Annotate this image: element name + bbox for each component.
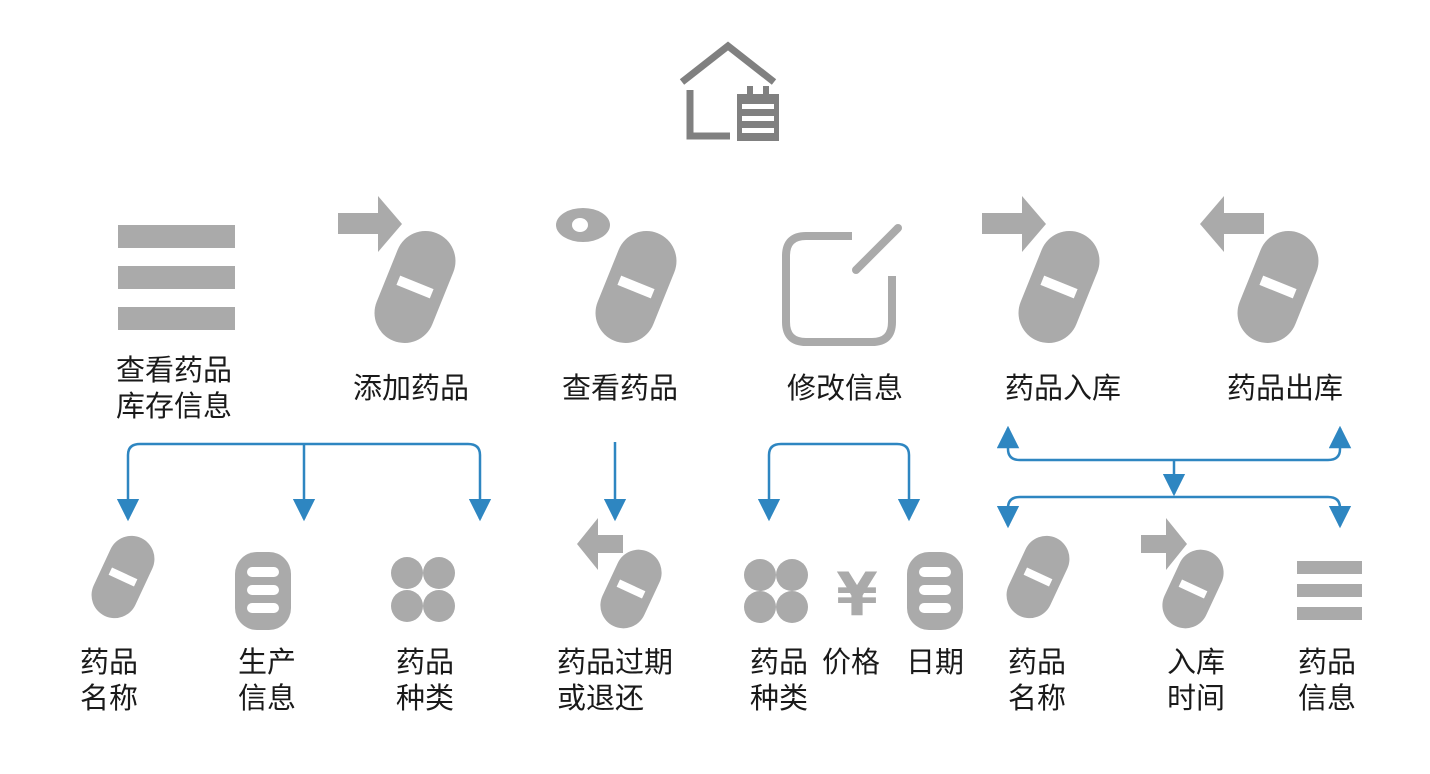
pill-eye-icon (556, 208, 677, 343)
four-dots-icon (391, 557, 455, 622)
detail-label-drug-info: 药品 信息 (1298, 644, 1356, 716)
label-line: 药品 (396, 645, 455, 679)
detail-label-drug-name-2: 药品 名称 (1008, 644, 1066, 716)
detail-label-drug-category-1: 药品 种类 (396, 644, 454, 716)
pill-arrow-out-icon (1200, 196, 1319, 343)
label-line: 价格 (822, 645, 881, 679)
list-icon (118, 225, 235, 330)
label-line: 查看药品 (561, 371, 678, 405)
label-line: 修改信息 (786, 371, 903, 405)
label-line: 生产 (238, 645, 297, 679)
pill-arrow-in-icon (1141, 518, 1224, 629)
label-line: 时间 (1167, 681, 1226, 715)
function-label-edit: 修改信息 (775, 370, 915, 406)
label-line: 药品过期 (557, 645, 674, 679)
function-label-add: 添加药品 (341, 370, 481, 406)
pill-arrow-in-icon (982, 196, 1100, 343)
label-line: 种类 (396, 681, 455, 715)
connector-group-1 (116, 442, 492, 522)
label-line: 入库 (1167, 645, 1226, 679)
warehouse-house-icon (679, 41, 779, 141)
connector-group-4 (996, 425, 1352, 529)
label-line: 添加药品 (352, 371, 469, 405)
list-icon (1297, 561, 1362, 620)
detail-label-date: 日期 (906, 644, 964, 680)
function-label-stock-in: 药品入库 (993, 370, 1133, 406)
pill-arrow-in-icon (338, 196, 456, 343)
edit-square-icon (782, 224, 902, 346)
label-line: 名称 (1008, 681, 1067, 715)
label-line: 库存信息 (116, 389, 233, 423)
label-line: 药品出库 (1226, 371, 1343, 405)
detail-label-stock-in-time: 入库 时间 (1167, 644, 1225, 716)
capsule-info-icon (907, 552, 963, 630)
label-line: 查看药品 (116, 353, 233, 387)
function-label-stock-out: 药品出库 (1215, 370, 1355, 406)
function-label-view-stock: 查看药品 库存信息 (116, 352, 232, 424)
label-line: 药品入库 (1004, 371, 1121, 405)
label-line: 日期 (906, 645, 965, 679)
label-line: 名称 (80, 681, 139, 715)
label-line: 或退还 (557, 681, 645, 715)
label-line: 药品 (1008, 645, 1067, 679)
detail-label-drug-name-1: 药品 名称 (80, 644, 138, 716)
detail-label-expire-return: 药品过期 或退还 (557, 644, 673, 716)
label-line: 药品 (750, 645, 809, 679)
label-line: 信息 (1298, 681, 1357, 715)
pill-arrow-out-icon (577, 518, 662, 629)
label-line: 信息 (238, 681, 297, 715)
detail-label-drug-category-2: 药品 种类 (750, 644, 808, 716)
yen-icon: ¥ (836, 560, 878, 630)
function-label-view: 查看药品 (550, 370, 690, 406)
pill-icon (91, 535, 155, 619)
capsule-info-icon (235, 552, 291, 630)
detail-label-price: 价格 (822, 644, 880, 680)
label-line: 药品 (80, 645, 139, 679)
connector-group-3 (757, 442, 921, 522)
label-line: 种类 (750, 681, 809, 715)
label-line: 药品 (1298, 645, 1357, 679)
four-dots-icon (744, 559, 808, 623)
pill-icon (1006, 535, 1070, 619)
detail-label-production-info: 生产 信息 (238, 644, 296, 716)
